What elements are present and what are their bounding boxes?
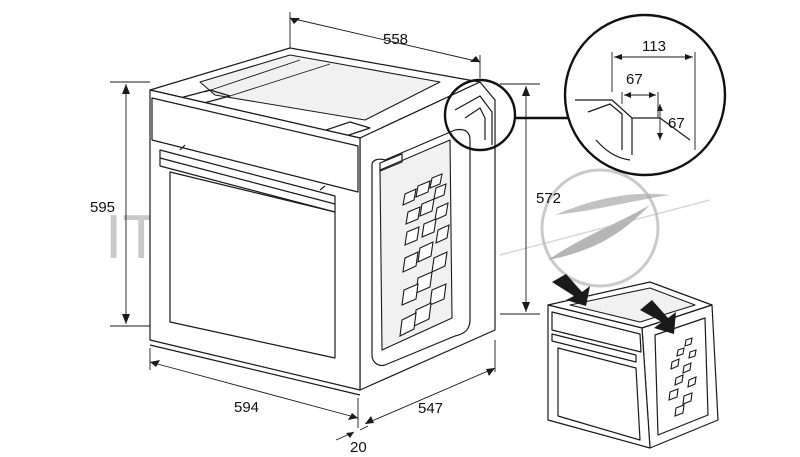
small-side-diamond [684, 337, 693, 347]
small-oven [547, 274, 719, 449]
small-oven-handle [551, 333, 637, 363]
install-arrow-right [640, 300, 676, 334]
dim-113-arrows [614, 54, 693, 60]
watermark-logo [499, 168, 711, 288]
dim-67h-arrows [624, 92, 656, 98]
dim-113-ext [611, 52, 696, 150]
side-diamond [415, 180, 431, 198]
oven-control-panel [151, 97, 359, 193]
side-diamond [433, 183, 447, 200]
oven-top-lines [204, 59, 331, 97]
dim-594-ext [149, 348, 359, 428]
side-diamond [401, 283, 419, 306]
side-diamond [421, 218, 437, 238]
oven-side-vent [379, 153, 403, 172]
dim-67h-ext [621, 92, 659, 118]
detail-profile-inner [587, 103, 623, 150]
detail-callout: 113 67 67 [443, 13, 727, 177]
side-diamond [431, 251, 448, 273]
small-side-diamond [688, 349, 697, 359]
main-oven [149, 47, 496, 396]
side-diamond [417, 241, 434, 263]
small-side-diamond [668, 388, 679, 401]
oven-side-frame [371, 128, 471, 367]
small-side-diamond [674, 374, 684, 386]
dim-67v-label: 67 [668, 115, 685, 132]
dim-572-label: 572 [536, 190, 561, 207]
small-oven-front [547, 304, 651, 449]
install-arrow-left [552, 274, 590, 306]
dim-595-label: 595 [90, 199, 115, 216]
small-oven-side-frame [654, 317, 709, 436]
side-diamond [435, 224, 450, 244]
side-diamond [429, 283, 447, 306]
dimension-lines: 558 595 572 594 547 20 [90, 12, 561, 456]
side-diamond [402, 251, 419, 273]
oven-door-window [169, 171, 336, 359]
small-side-diamond [682, 362, 692, 374]
side-diamonds [399, 173, 450, 337]
dim-595-ext [110, 81, 150, 327]
oven-handle-mounts [179, 144, 326, 191]
dim-594-label: 594 [234, 399, 259, 416]
small-side-diamond [682, 392, 693, 405]
dim-558-label: 558 [383, 31, 408, 48]
small-oven-window [557, 347, 641, 441]
side-diamond [404, 226, 420, 246]
detail-small-circle [443, 78, 517, 152]
oven-base-line [149, 344, 361, 396]
dim-547-line [364, 367, 496, 425]
oven-door-handle-line [159, 157, 336, 205]
small-side-diamond [674, 404, 685, 417]
oven-top-recess [199, 54, 441, 121]
small-side-diamonds [668, 337, 697, 417]
side-diamond [402, 188, 417, 206]
side-diamond [429, 173, 443, 189]
small-oven-panel [551, 311, 642, 353]
dim-594-line [149, 361, 359, 419]
side-diamond [434, 202, 449, 221]
detail-profile-outer [575, 99, 633, 155]
dim-113-label: 113 [642, 38, 666, 55]
dim-558-line [289, 17, 481, 63]
side-diamond [419, 198, 435, 217]
dim-20-arrow [346, 432, 354, 438]
dim-20-label: 20 [350, 439, 367, 456]
dim-547-label: 547 [418, 400, 443, 417]
small-side-diamond [687, 376, 697, 388]
oven-front [149, 89, 361, 391]
side-diamond [405, 206, 421, 225]
side-diamond [399, 312, 417, 337]
dim-67h-label: 67 [626, 71, 643, 88]
detail-small-profile [454, 95, 493, 145]
small-side-diamond [676, 347, 685, 357]
dim-572-ext [500, 83, 540, 315]
detail-profile-curve [595, 139, 631, 161]
small-side-diamond [670, 358, 680, 370]
